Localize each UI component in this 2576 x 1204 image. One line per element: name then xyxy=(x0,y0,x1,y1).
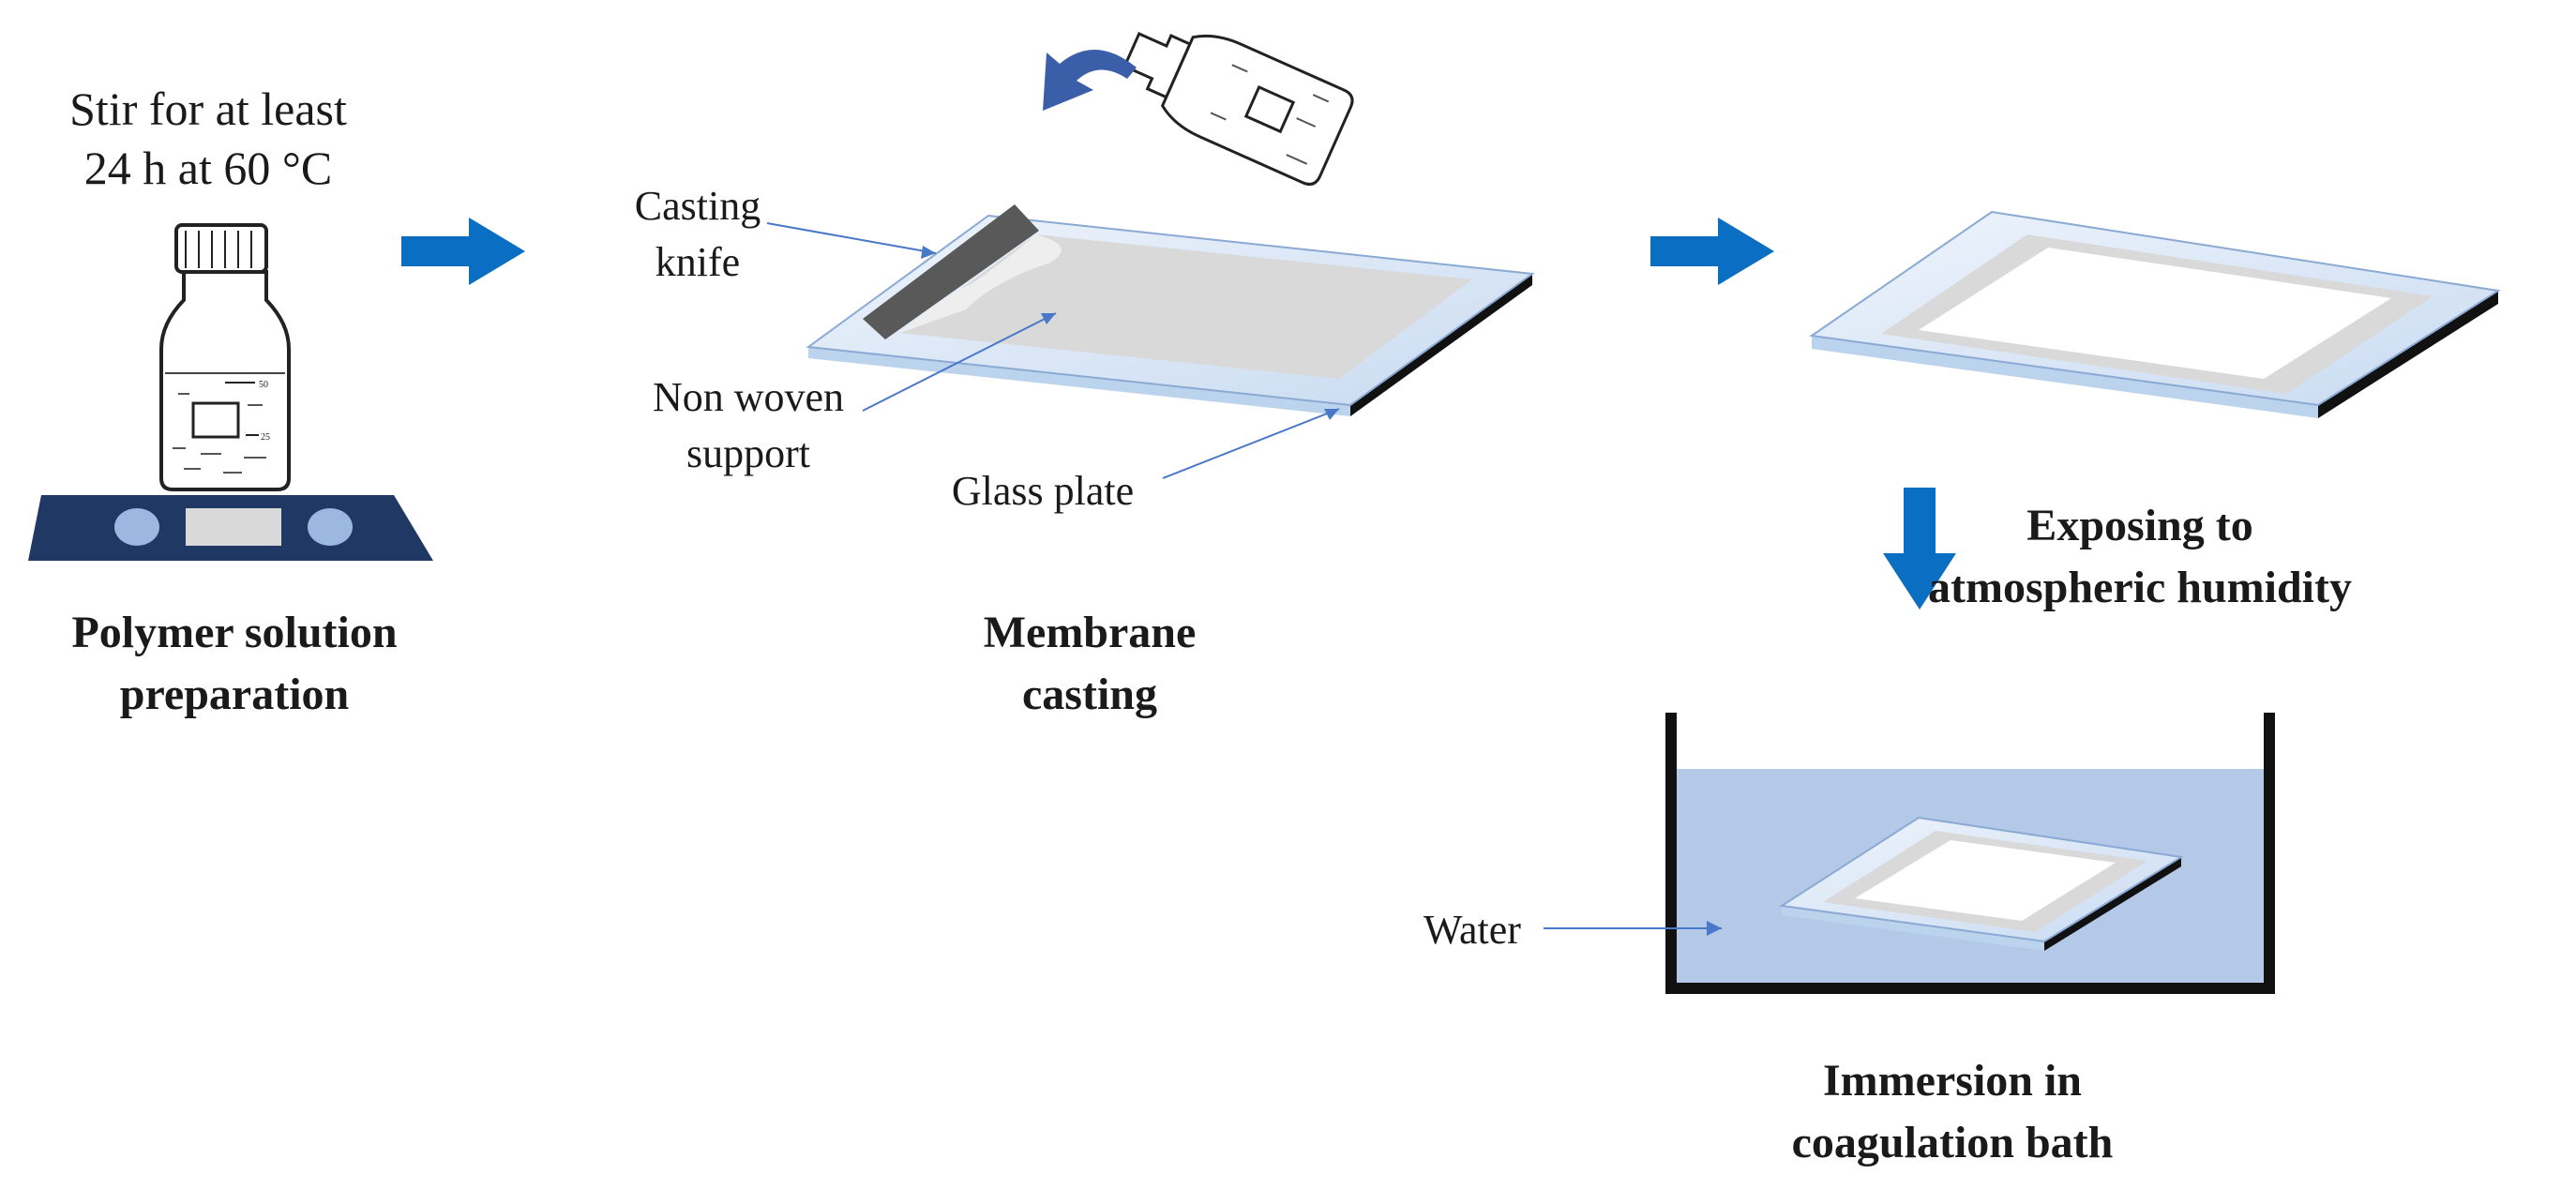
glass-plate-exposed xyxy=(1809,210,2501,418)
flow-arrow-right-1 xyxy=(401,218,525,285)
support-label-line1: Non woven xyxy=(653,374,844,420)
step4-title-line1: Immersion in xyxy=(1823,1056,2082,1106)
glass-plate-label: Glass plate xyxy=(952,468,1134,514)
support-leader xyxy=(862,312,1057,412)
bottle-mark-25: 25 xyxy=(261,432,270,443)
step-polymer-solution-preparation: Stir for at least 24 h at 60 °C 50 25 xyxy=(28,83,433,719)
stir-condition-line1: Stir for at least xyxy=(69,83,347,135)
water-label: Water xyxy=(1424,907,1521,953)
lab-bottle-icon: 50 25 xyxy=(159,223,291,491)
step-immersion-coagulation-bath: Water Immersion in coagulation bath xyxy=(1424,713,2275,1167)
casting-knife-leader xyxy=(766,222,937,254)
step1-title-line2: preparation xyxy=(120,670,349,719)
bottle-mark-50: 50 xyxy=(259,380,268,390)
glass-plate-immersed xyxy=(1779,816,2184,951)
step3-title-line1: Exposing to xyxy=(2026,501,2252,550)
flow-arrow-right-2 xyxy=(1650,218,1774,285)
casting-knife-label-line1: Casting xyxy=(635,183,761,229)
stir-condition-line2: 24 h at 60 °C xyxy=(84,142,332,194)
step2-title-line2: casting xyxy=(1022,670,1157,719)
pouring-bottle-icon xyxy=(1122,32,1354,186)
magnetic-stirrer-icon xyxy=(28,495,433,561)
flow-arrow-down xyxy=(1883,488,1956,610)
casting-knife-icon xyxy=(863,204,1039,339)
curved-pour-arrow-icon xyxy=(1043,49,1137,111)
step1-title-line1: Polymer solution xyxy=(71,608,397,657)
step-exposing-humidity: Exposing to atmospheric humidity xyxy=(1809,210,2501,612)
step-membrane-casting: Casting knife Non woven support Glass pl… xyxy=(635,32,1535,719)
step2-title-line1: Membrane xyxy=(984,608,1197,657)
step3-title-line2: atmospheric humidity xyxy=(1928,563,2352,612)
casting-knife-label-line2: knife xyxy=(655,239,740,285)
step4-title-line2: coagulation bath xyxy=(1792,1118,2114,1167)
support-label-line2: support xyxy=(686,430,810,476)
glass-plate-leader xyxy=(1162,408,1340,479)
